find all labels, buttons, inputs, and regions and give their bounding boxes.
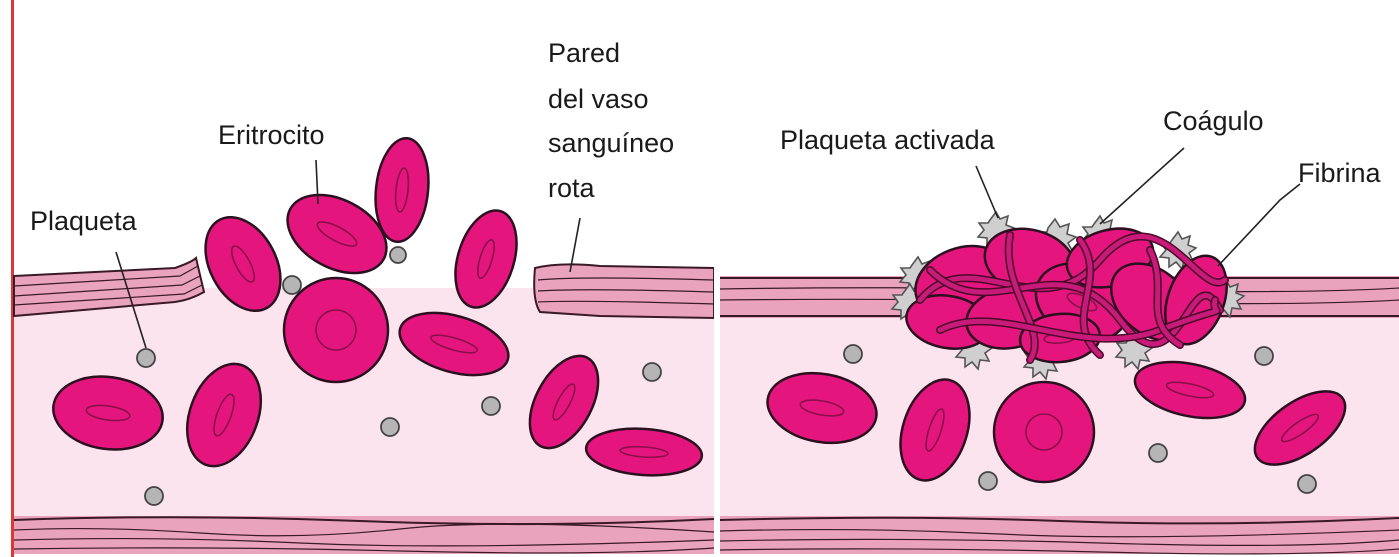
platelet: [283, 276, 301, 294]
vessel-bottom-wall-right: [720, 516, 1399, 554]
platelet: [381, 418, 399, 436]
right-panel: [720, 148, 1399, 554]
platelet: [1298, 475, 1316, 493]
erythrocyte: [994, 382, 1094, 482]
label-pared-line2: del vaso: [548, 84, 649, 114]
platelet: [145, 487, 163, 505]
label-plaqueta: Plaqueta: [30, 206, 138, 236]
label-plaqueta-activada: Plaqueta activada: [780, 125, 996, 155]
platelet: [844, 345, 862, 363]
platelet: [1149, 444, 1167, 462]
platelet: [1255, 347, 1273, 365]
vessel-bottom-wall-left: [14, 516, 714, 554]
label-pared-line4: rota: [548, 173, 596, 203]
label-fibrina: Fibrina: [1298, 158, 1382, 188]
label-eritrocito: Eritrocito: [218, 120, 325, 150]
label-coagulo: Coágulo: [1163, 106, 1264, 136]
platelet: [643, 363, 661, 381]
erythrocyte: [371, 136, 434, 245]
erythrocyte: [284, 278, 388, 382]
platelet: [390, 247, 406, 263]
plaqueta-activada-leader-line: [976, 166, 998, 218]
platelet: [137, 349, 155, 367]
panel-divider: [714, 240, 720, 557]
coagulo-leader-line: [1100, 148, 1184, 224]
fibrina-leader-line: [1218, 184, 1300, 266]
left-panel: [14, 136, 714, 554]
platelet: [482, 397, 500, 415]
label-pared-line1: Pared: [548, 38, 620, 68]
vessel-wall-broken-right: [534, 264, 714, 318]
platelet: [979, 472, 997, 490]
label-pared-line3: sanguíneo: [548, 128, 674, 158]
